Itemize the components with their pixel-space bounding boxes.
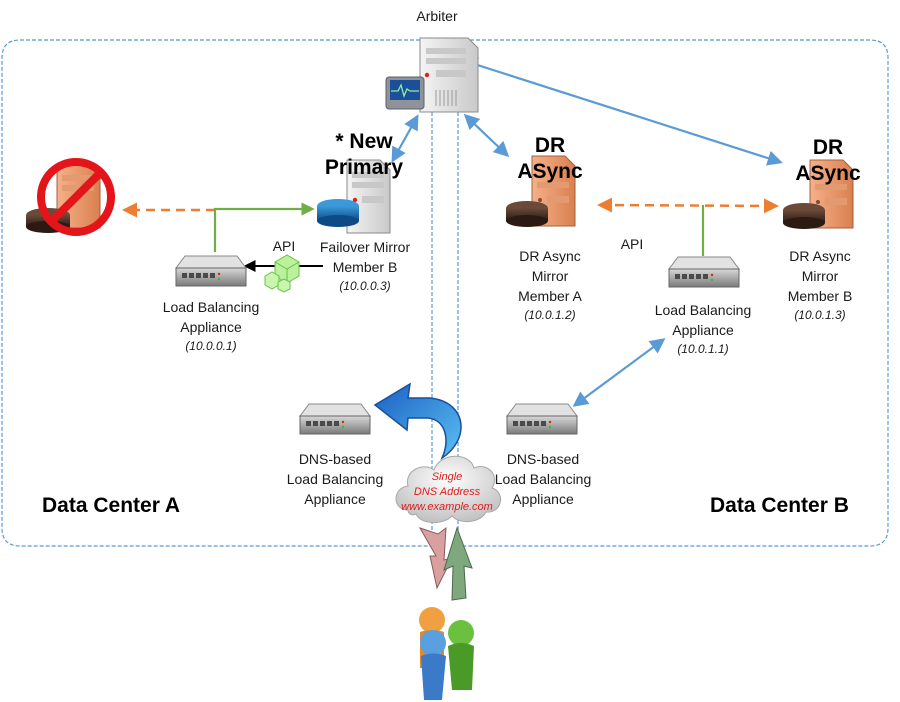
dr-b-label-line1: DR Async — [789, 248, 851, 264]
new-primary-label-line2: Member B — [332, 259, 398, 275]
lb-a-ip: (10.0.0.1) — [185, 339, 237, 353]
data-center-a-label: Data Center A — [42, 494, 181, 517]
dr-a-label-line1: DR Async — [519, 248, 581, 264]
lb-b-label: Load Balancing Appliance (10.0.1.1) — [638, 300, 768, 358]
dr-a-label: DR Async Mirror Member A (10.0.1.2) — [500, 246, 600, 324]
arbiter-label: Arbiter — [416, 8, 458, 24]
dns-cloud-icon — [395, 455, 501, 523]
new-primary-heading-line2: Primary — [324, 156, 404, 179]
dns-lb-a-label-line2: Load Balancing — [286, 471, 384, 487]
api-cubes-icon — [264, 254, 300, 293]
dns-lb-a-label-line1: DNS-based — [298, 451, 372, 467]
new-primary-server-icon — [317, 159, 391, 234]
dr-a-heading-line1: DR — [534, 134, 566, 157]
arbiter-server-icon — [385, 37, 479, 113]
lb-a-api-label: API — [272, 238, 296, 254]
dr-a-ip: (10.0.1.2) — [524, 308, 576, 322]
dr-b-heading-line1: DR — [812, 136, 844, 159]
data-center-b-label: Data Center B — [710, 494, 849, 517]
data-center-a-boundary — [1, 39, 432, 547]
dns-lb-b-label-line3: Appliance — [512, 491, 574, 507]
users-icon — [419, 607, 474, 700]
lb-b-label-line2: Appliance — [672, 322, 734, 338]
link-async-dr — [597, 197, 779, 214]
lb-b-api-label: API — [620, 236, 644, 252]
dr-b-label: DR Async Mirror Member B (10.0.1.3) — [770, 246, 870, 324]
link-arbiter-dr-b — [462, 57, 783, 166]
dr-b-label-line3: Member B — [787, 288, 853, 304]
dr-async-b-server-icon — [783, 159, 854, 229]
dns-cloud-line3: www.example.com — [401, 501, 493, 513]
dns-lb-a-label: DNS-based Load Balancing Appliance — [270, 449, 400, 509]
dns-cloud-line2: DNS Address — [413, 486, 481, 498]
lb-a-label: Load Balancing Appliance (10.0.0.1) — [146, 297, 276, 355]
dns-redirect-arrow-icon — [373, 382, 462, 460]
dns-lb-a-label-line3: Appliance — [304, 491, 366, 507]
dns-lb-b-label-line2: Load Balancing — [494, 471, 592, 487]
lb-a-switch-icon — [175, 255, 247, 287]
dns-lb-b-label: DNS-based Load Balancing Appliance — [478, 449, 608, 509]
dns-cloud-line1: Single — [431, 471, 463, 483]
link-dns-b-lb-b — [572, 338, 666, 407]
dr-b-heading-line2: ASync — [795, 162, 861, 185]
traffic-arrows-icon — [418, 526, 473, 601]
link-arbiter-new-primary — [391, 114, 419, 163]
lb-a-label-line2: Appliance — [180, 319, 242, 335]
dr-async-a-server-icon — [506, 155, 576, 227]
dr-b-heading: DR ASync — [778, 135, 878, 187]
dr-a-heading: DR ASync — [500, 133, 600, 185]
dr-b-label-line2: Mirror — [801, 268, 839, 284]
new-primary-ip: (10.0.0.3) — [339, 279, 391, 293]
dr-a-heading-line2: ASync — [517, 160, 583, 183]
new-primary-label: Failover Mirror Member B (10.0.0.3) — [300, 237, 430, 295]
lb-b-label-line1: Load Balancing — [654, 302, 752, 318]
lb-b-ip: (10.0.1.1) — [677, 342, 729, 356]
new-primary-heading: * New Primary — [314, 129, 414, 181]
prohibited-icon — [37, 158, 115, 236]
new-primary-label-line1: Failover Mirror — [319, 239, 411, 255]
dns-lb-a-switch-icon — [299, 403, 371, 435]
data-center-b-boundary — [458, 39, 889, 547]
lb-b-switch-icon — [668, 256, 740, 288]
lb-a-label-line1: Load Balancing — [162, 299, 260, 315]
dr-a-label-line2: Mirror — [531, 268, 569, 284]
dns-cloud-label: Single DNS Address www.example.com — [400, 470, 494, 515]
dr-b-ip: (10.0.1.3) — [794, 308, 846, 322]
dns-lb-b-label-line1: DNS-based — [506, 451, 580, 467]
new-primary-heading-line1: * New — [335, 130, 393, 153]
link-lb-a-to-primary — [213, 202, 315, 252]
dr-a-label-line3: Member A — [518, 288, 582, 304]
dns-lb-b-switch-icon — [506, 403, 578, 435]
